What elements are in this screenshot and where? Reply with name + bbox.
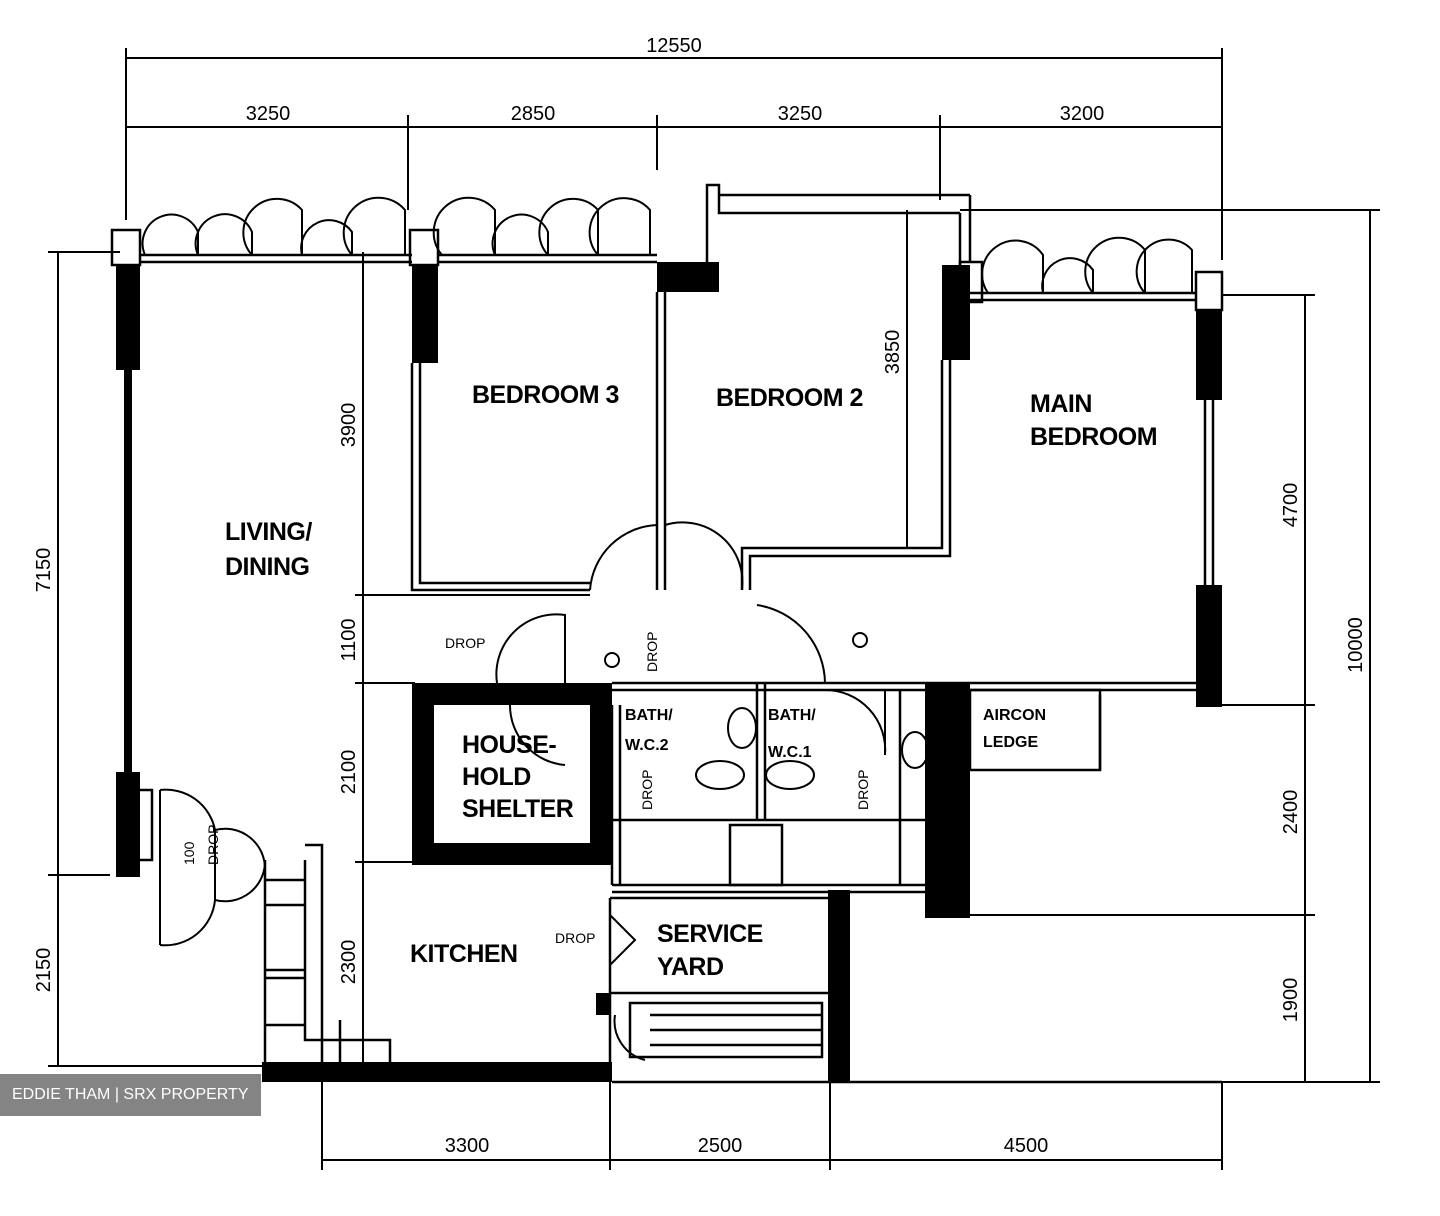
room-label-service-yard-2: YARD xyxy=(657,953,724,981)
room-label-shelter-3: SHELTER xyxy=(462,795,574,823)
dim-inner-1: 3900 xyxy=(338,403,360,448)
drop-label-entrance-100: 100 xyxy=(181,841,197,865)
dim-right-2: 2400 xyxy=(1280,790,1302,835)
dim-bottom-2: 2500 xyxy=(698,1135,743,1157)
room-label-service-yard-1: SERVICE xyxy=(657,920,763,948)
dim-top-3: 3250 xyxy=(778,103,823,125)
dim-right-outer: 10000 xyxy=(1345,617,1367,673)
room-label-wc2-1: BATH/ xyxy=(625,707,673,724)
dim-inner-2: 1100 xyxy=(338,618,360,661)
dim-bottom-1: 3300 xyxy=(445,1135,490,1157)
dim-bedroom2-depth: 3850 xyxy=(882,330,904,375)
room-label-wc1-1: BATH/ xyxy=(768,707,816,724)
dim-inner-4: 2300 xyxy=(338,940,360,985)
dim-right-1: 4700 xyxy=(1280,483,1302,528)
dim-bottom-3: 4500 xyxy=(1004,1135,1049,1157)
room-label-bedroom3: BEDROOM 3 xyxy=(472,381,619,409)
room-label-kitchen: KITCHEN xyxy=(410,940,518,968)
drop-label-corridor: DROP xyxy=(445,635,485,651)
drop-label-wc2: DROP xyxy=(639,770,655,810)
drop-label-wc1: DROP xyxy=(855,770,871,810)
dim-overall-width: 12550 xyxy=(646,35,702,57)
room-label-main-bedroom-1: MAIN xyxy=(1030,390,1092,418)
room-label-wc2-2: W.C.2 xyxy=(625,737,669,754)
drop-label-kitchen: DROP xyxy=(555,930,595,946)
dim-top-4: 3200 xyxy=(1060,103,1105,125)
dim-top-2: 2850 xyxy=(511,103,556,125)
dim-left-outer: 7150 xyxy=(33,548,55,593)
room-label-wc1-2: W.C.1 xyxy=(768,744,812,761)
room-label-bedroom2: BEDROOM 2 xyxy=(716,384,863,412)
room-label-shelter-1: HOUSE- xyxy=(462,731,556,759)
room-label-aircon-ledge-2: LEDGE xyxy=(983,734,1038,751)
drop-label-corridor-2: DROP xyxy=(644,632,660,672)
watermark: EDDIE THAM | SRX PROPERTY xyxy=(0,1074,261,1116)
room-label-living-dining-2: DINING xyxy=(225,553,310,581)
room-label-living-dining-1: LIVING/ xyxy=(225,518,312,546)
room-label-main-bedroom-2: BEDROOM xyxy=(1030,423,1157,451)
dim-right-3: 1900 xyxy=(1280,978,1302,1023)
dim-inner-3: 2100 xyxy=(338,750,360,795)
room-label-aircon-ledge-1: AIRCON xyxy=(983,707,1046,724)
drop-label-entrance: DROP xyxy=(205,825,221,865)
room-label-shelter-2: HOLD xyxy=(462,763,531,791)
dim-left-lower: 2150 xyxy=(33,948,55,993)
dim-top-1: 3250 xyxy=(246,103,291,125)
